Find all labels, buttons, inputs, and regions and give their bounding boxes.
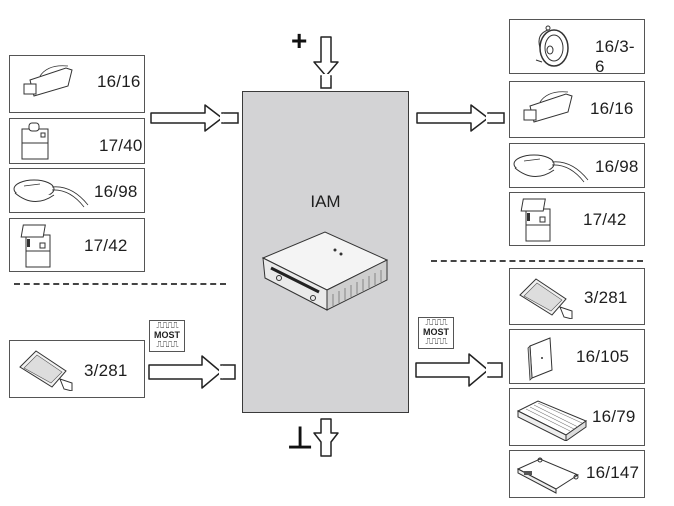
component-code: 3/281 — [84, 361, 128, 380]
separator-line — [431, 260, 643, 262]
component-code: 16/79 — [592, 407, 636, 426]
component-code: 16/98 — [595, 157, 639, 176]
connector-unit-icon — [20, 224, 51, 268]
component-code: 16/16 — [97, 72, 141, 91]
square-wave-icon: ⎍⎍⎍⎍ — [425, 317, 447, 327]
head-unit-icon — [261, 231, 389, 311]
component-box-16-16-input: 16/16 — [9, 55, 145, 113]
component-code: 17/42 — [583, 210, 627, 229]
component-code: 16/98 — [94, 182, 138, 201]
component-box-17-42-input: 17/42 — [9, 218, 145, 272]
sensor-with-cable-icon — [13, 179, 89, 208]
component-code: 17/40 — [99, 136, 143, 155]
component-box-17-40-input: 17/40 — [9, 118, 145, 164]
component-code: 16/147 — [586, 463, 640, 482]
component-code: 16/105 — [576, 347, 630, 366]
component-box-17-42-output: 17/42 — [509, 192, 645, 246]
component-box-16-147-output: 16/147 — [509, 450, 645, 498]
switch-unit-icon — [21, 122, 49, 160]
most-label: MOST — [423, 327, 449, 337]
display-unit-icon — [19, 350, 73, 391]
component-code: 16/3-6 — [595, 37, 635, 76]
antenna-module-icon — [523, 91, 573, 123]
component-box-16-98-input: 16/98 — [9, 168, 145, 213]
component-box-3-281-output: 16/3-6 3/281 — [509, 268, 645, 325]
most-output-arrow-icon — [415, 353, 503, 387]
most-bus-badge: ⎍⎍⎍⎍ MOST ⎍⎍⎍⎍ — [149, 320, 185, 352]
component-box-16-79-output: 16/79 — [509, 388, 645, 446]
square-wave-icon: ⎍⎍⎍⎍ — [156, 320, 178, 330]
square-wave-icon: ⎍⎍⎍⎍ — [425, 336, 447, 346]
component-box-16-105-output: 16/105 — [509, 329, 645, 384]
sensor-with-cable-icon — [513, 154, 589, 183]
speaker-icon — [535, 25, 569, 67]
output-arrow-icon — [416, 104, 505, 132]
circuit-board-icon — [516, 457, 580, 494]
amplifier-icon — [516, 400, 588, 441]
component-code: 16/16 — [590, 99, 634, 118]
ground-arrow-icon — [313, 418, 339, 457]
positive-power-symbol: + — [291, 25, 308, 56]
component-box-3-281-input: 3/281 — [9, 340, 145, 398]
component-code: 17/42 — [84, 236, 128, 255]
connector-unit-icon — [520, 198, 551, 242]
component-box-16-98-output: 16/98 — [509, 143, 645, 188]
separator-line — [14, 283, 226, 285]
component-code: 3/281 — [584, 288, 628, 307]
iam-module: IAM — [242, 91, 409, 413]
display-unit-icon — [519, 278, 573, 319]
most-input-arrow-icon — [148, 355, 236, 389]
iam-label: IAM — [310, 192, 341, 211]
most-label: MOST — [154, 330, 180, 340]
power-in-arrow-icon — [313, 36, 339, 89]
component-box-16-3-6-output: 16/3-6 — [509, 19, 645, 76]
most-bus-badge: ⎍⎍⎍⎍ MOST ⎍⎍⎍⎍ — [418, 317, 454, 349]
square-wave-icon: ⎍⎍⎍⎍ — [156, 339, 178, 349]
control-module-icon — [527, 337, 553, 381]
ground-symbol: ⊥ — [287, 422, 314, 455]
input-arrow-icon — [150, 104, 239, 132]
component-box-16-16-output: 16/16 — [509, 81, 645, 138]
antenna-module-icon — [23, 65, 73, 97]
